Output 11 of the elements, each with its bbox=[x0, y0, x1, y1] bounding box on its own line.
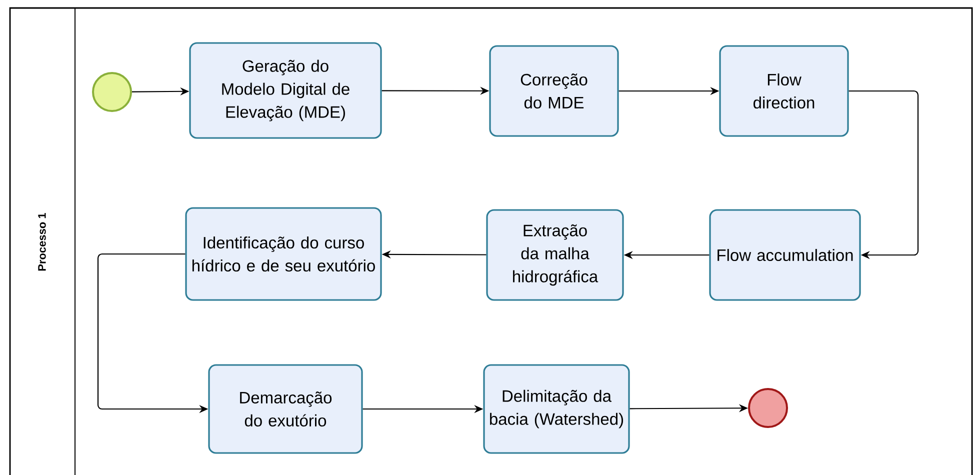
process-box: Demarcação do exutório bbox=[208, 364, 363, 454]
end-event-circle bbox=[748, 388, 788, 428]
process-box: Flow direction bbox=[719, 45, 849, 137]
process-box: Flow accumulation bbox=[709, 209, 861, 301]
start-event-circle bbox=[92, 72, 132, 112]
process-box: Geração do Modelo Digital de Elevação (MDE) bbox=[189, 42, 382, 139]
process-box: Delimitação da bacia (Watershed) bbox=[483, 364, 630, 454]
process-box: Identificação do curso hídrico e de seu exutório bbox=[185, 207, 382, 301]
process-box: Correção do MDE bbox=[489, 45, 619, 137]
process-box: Extração da malha hidrográfica bbox=[486, 209, 624, 301]
arrow bbox=[848, 90, 919, 260]
